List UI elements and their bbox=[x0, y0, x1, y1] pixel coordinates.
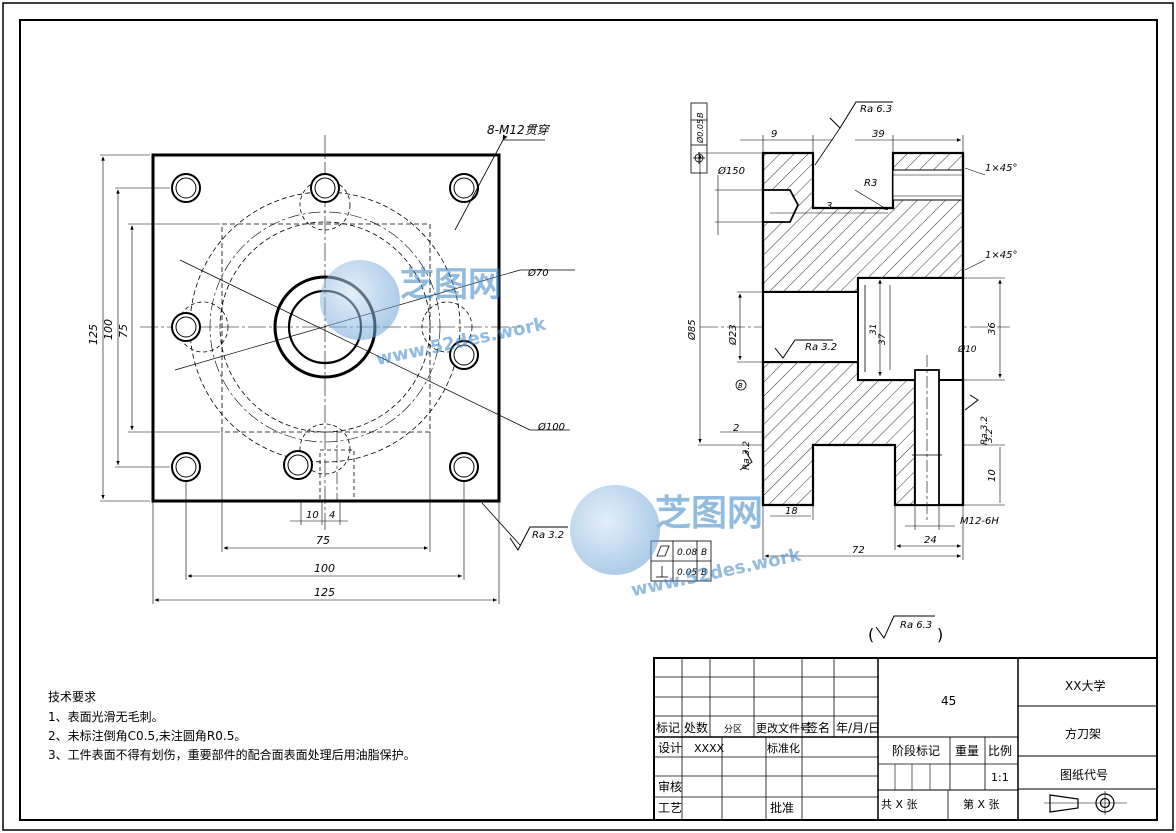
gdt-flat-ref: B bbox=[701, 548, 707, 558]
dim-72: 72 bbox=[852, 545, 865, 556]
dim-100-h: 100 bbox=[314, 562, 335, 575]
svg-text:(: ( bbox=[868, 625, 874, 644]
watermark-brand-1: 芝图网 bbox=[400, 265, 502, 305]
tb-designer: XXXX bbox=[694, 742, 725, 755]
ra-right: Ra 3.2 bbox=[980, 416, 990, 445]
tb-sheet: 第 X 张 bbox=[963, 797, 1000, 811]
tb-design: 设计 bbox=[658, 741, 682, 755]
tb-stage-mark: 阶段标记 bbox=[892, 743, 940, 758]
front-roughness: Ra 3.2 bbox=[532, 530, 564, 541]
tech-req-item-3: 3、工件表面不得有划伤，重要部件的配合面表面处理后用油脂保护。 bbox=[48, 747, 416, 762]
chamfer-mid: 1×45° bbox=[985, 250, 1017, 261]
datum-b: B bbox=[738, 382, 743, 390]
hole-note: 8-M12贯穿 bbox=[487, 123, 551, 137]
tb-zone: 分区 bbox=[724, 724, 742, 735]
dim-10: 10 bbox=[306, 510, 319, 521]
tb-approve: 批准 bbox=[770, 800, 794, 815]
dim-100-v: 100 bbox=[102, 319, 115, 340]
tb-weight: 重量 bbox=[955, 744, 979, 758]
tb-scale: 1:1 bbox=[991, 771, 1009, 784]
watermark-url-2: www.52des.work bbox=[629, 544, 804, 601]
ra-bore: Ra 3.2 bbox=[805, 342, 837, 353]
gdt-top-tol: Ø0.05 bbox=[695, 119, 705, 144]
section-view: 9 39 1×45° 1×45° R3 3 Ø85 Ø150 Ø23 31 37… bbox=[650, 101, 1017, 582]
tb-drawing-no-label: 图纸代号 bbox=[1060, 768, 1108, 782]
svg-text:): ) bbox=[937, 625, 943, 644]
dim-75-h: 75 bbox=[316, 534, 330, 547]
dia-10: Ø10 bbox=[957, 344, 977, 355]
dim-75-v: 75 bbox=[117, 324, 130, 338]
ra-top: Ra 6.3 bbox=[860, 104, 892, 115]
watermark-brand-2: 芝图网 bbox=[655, 493, 763, 534]
dim-2: 2 bbox=[733, 423, 739, 434]
dia-100-label: Ø100 bbox=[537, 421, 565, 433]
dia-85: Ø85 bbox=[686, 319, 698, 341]
dim-36: 36 bbox=[987, 322, 998, 335]
tb-process: 工艺 bbox=[658, 801, 682, 815]
tech-req-item-1: 1、表面光滑无毛刺。 bbox=[48, 710, 164, 724]
dim-10-right: 10 bbox=[987, 469, 998, 482]
r3-label: R3 bbox=[864, 178, 877, 189]
gdt-flat-tol: 0.08 bbox=[677, 548, 697, 558]
tb-change-doc: 更改文件号 bbox=[756, 721, 811, 735]
tb-scale-label: 比例 bbox=[988, 744, 1012, 758]
dia-70-label: Ø70 bbox=[527, 267, 549, 279]
thread-label: M12-6H bbox=[960, 516, 999, 527]
dim-9: 9 bbox=[771, 129, 777, 140]
tech-req-title: 技术要求 bbox=[48, 690, 96, 704]
chamfer-top: 1×45° bbox=[985, 163, 1017, 174]
inner-border bbox=[19, 19, 1158, 821]
tb-sign: 签名 bbox=[806, 720, 830, 735]
tb-material: 45 bbox=[941, 694, 956, 708]
watermark-1: 芝图网 www.52des.work bbox=[320, 260, 549, 370]
dim-39: 39 bbox=[872, 129, 885, 140]
dim-125-h: 125 bbox=[314, 586, 335, 599]
gdt-frame-top: B Ø0.05 bbox=[690, 102, 708, 174]
dim-4: 4 bbox=[329, 510, 335, 521]
gdt-top-ref: B bbox=[696, 113, 705, 119]
tb-date: 年/月/日 bbox=[836, 721, 880, 735]
dia-37: 37 bbox=[878, 333, 888, 345]
dia-150: Ø150 bbox=[717, 165, 745, 177]
tb-review: 审核 bbox=[658, 779, 682, 794]
ra-left: Ra 3.2 bbox=[742, 441, 752, 470]
dia-31: 31 bbox=[869, 324, 879, 335]
dim-18: 18 bbox=[785, 506, 798, 517]
tech-requirements: 技术要求 1、表面光滑无毛刺。 2、未标注倒角C0.5,未注圆角R0.5。 3、… bbox=[48, 690, 416, 762]
title-block bbox=[653, 657, 1158, 821]
general-roughness-label: Ra 6.3 bbox=[900, 620, 932, 631]
tech-req-item-2: 2、未标注倒角C0.5,未注圆角R0.5。 bbox=[48, 728, 246, 743]
gdt-frame-bottom: 0.08 B 0.05 B bbox=[650, 540, 712, 582]
tb-count: 处数 bbox=[684, 720, 708, 735]
tb-total: 共 X 张 bbox=[881, 798, 918, 811]
dim-3-2: 3.2 bbox=[985, 428, 995, 443]
dim-125-v: 125 bbox=[87, 324, 100, 345]
dim-3: 3 bbox=[826, 201, 832, 212]
front-view: Ø70 Ø100 8-M12贯穿 125 100 75 10 bbox=[87, 123, 575, 604]
dim-24: 24 bbox=[924, 535, 937, 546]
tb-standard: 标准化 bbox=[767, 741, 800, 755]
tb-school: XX大学 bbox=[1065, 678, 1105, 693]
plate-outline bbox=[151, 153, 501, 503]
tb-mark: 标记 bbox=[656, 721, 680, 735]
dia-23: Ø23 bbox=[727, 324, 739, 346]
gdt-perp-ref: B bbox=[701, 568, 707, 578]
gdt-perp-tol: 0.05 bbox=[677, 568, 697, 578]
general-roughness: ( Ra 6.3 ) bbox=[868, 615, 943, 644]
tb-part-name: 方刀架 bbox=[1065, 726, 1101, 741]
title-block-text: 45 XX大学 方刀架 图纸代号 标记 处数 分区 更改文件号 签名 年/月/日… bbox=[656, 678, 1108, 815]
